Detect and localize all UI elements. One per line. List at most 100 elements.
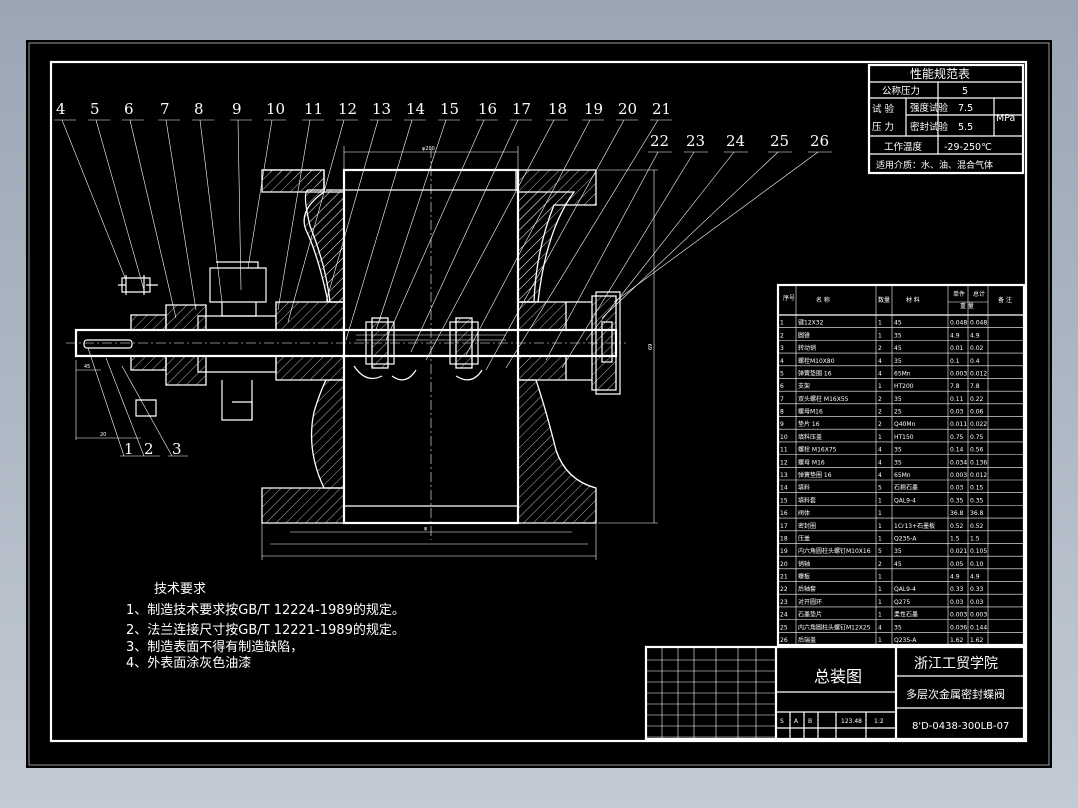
bom-row-14-no: 14 <box>780 485 788 492</box>
bom-row-24-unit: 0.003 <box>950 612 967 619</box>
bom-row-4-mat: 35 <box>894 358 902 365</box>
bom-row-11-name: 螺栓 M16X75 <box>798 446 837 454</box>
bom-row-8-no: 8 <box>780 409 784 416</box>
bom-row-21-unit: 4.9 <box>950 574 960 581</box>
performance-table: 性能规范表 公称压力 5 试 验 压 力 强度试验 7.5 密封试验 5.5 M… <box>867 63 1025 175</box>
bom-row-7-name: 双头螺柱 M16X55 <box>798 395 849 403</box>
bom-row-16-unit: 36.8 <box>950 510 964 517</box>
bom-row-15-name: 填料套 <box>798 496 816 504</box>
scale-value: 1:2 <box>874 718 884 725</box>
bom-row-14-qty: 5 <box>878 485 882 492</box>
bom-row-26-unit: 1.62 <box>950 637 964 644</box>
bom-row-9-unit: 0.011 <box>950 421 967 428</box>
bom-row-18-name: 压盖 <box>798 534 810 542</box>
dim-bottom: φ <box>424 526 428 532</box>
perf-table-title: 性能规范表 <box>910 66 970 81</box>
bom-row-16-total: 36.8 <box>970 510 984 517</box>
bom-row-13-no: 13 <box>780 472 788 479</box>
perf-value-temp: -29-250℃ <box>944 142 992 153</box>
bom-row-8-total: 0.06 <box>970 409 984 416</box>
bom-row-2-unit: 4.9 <box>950 332 960 339</box>
bom-row-3-qty: 2 <box>878 345 882 352</box>
part-number-24: 24 <box>726 132 745 150</box>
bom-row-7-total: 0.22 <box>970 396 984 403</box>
bom-row-10-mat: HT150 <box>894 434 914 441</box>
bom-row-26-no: 26 <box>780 637 788 644</box>
bom-row-17-name: 密封圈 <box>798 522 816 530</box>
bom-row-5-mat: 65Mn <box>894 370 911 377</box>
bom-row-11-unit: 0.14 <box>950 447 964 454</box>
bom-header-total: 总计 <box>973 290 985 298</box>
bom-row-6-no: 6 <box>780 383 784 390</box>
part-number-12: 12 <box>338 100 357 118</box>
technical-requirements: 技术要求 1、制造技术要求按GB/T 12224-1989的规定。 2、法兰连接… <box>126 582 405 671</box>
stage-b: B <box>808 718 812 725</box>
product-name: 多层次金属密封蝶阀 <box>906 687 1005 701</box>
bom-row-2-name: 圆锥 <box>798 331 810 339</box>
bom-row-17-unit: 0.52 <box>950 523 964 530</box>
bom-row-4-total: 0.4 <box>970 358 980 365</box>
bom-row-15-mat: QAL9-4 <box>894 497 916 504</box>
dim-left-1: 45 <box>84 364 90 370</box>
bom-header-mat: 材 料 <box>906 296 920 304</box>
bom-row-24-total: 0.003 <box>970 612 987 619</box>
bom-row-19-unit: 0.021 <box>950 548 967 555</box>
drawing-sheet: φ200 φ 69 <box>26 40 1052 768</box>
part-number-13: 13 <box>372 100 391 118</box>
bom-row-18-mat: Q235-A <box>894 535 917 542</box>
perf-unit: MPa <box>996 113 1015 124</box>
perf-medium: 适用介质：水、油、混合气体 <box>876 159 993 171</box>
bom-row-1-name: 键12X32 <box>798 319 824 327</box>
tech-req-item-4: 4、外表面涂灰色油漆 <box>126 655 251 671</box>
bom-row-24-name: 石墨垫片 <box>798 611 822 619</box>
part-number-14: 14 <box>406 100 425 118</box>
drawing-number: 8'D-0438-300LB-07 <box>912 721 1009 732</box>
bom-row-4-qty: 4 <box>878 358 882 365</box>
bom-row-22-mat: QAL9-4 <box>894 586 916 593</box>
bom-row-22-total: 0.33 <box>970 586 984 593</box>
bom-row-12-unit: 0.034 <box>950 459 967 466</box>
bom-row-5-no: 5 <box>780 370 784 377</box>
bom-row-24-qty: 1 <box>878 612 882 619</box>
bom-row-1-mat: 45 <box>894 320 902 327</box>
bom-header-unit: 单件 <box>953 290 965 298</box>
bom-row-19-qty: 5 <box>878 548 882 555</box>
bom-row-25-unit: 0.036 <box>950 624 967 631</box>
bom-row-26-name: 后端盖 <box>798 636 816 644</box>
bom-row-13-mat: 65Mn <box>894 472 911 479</box>
perf-test-label-2: 压 力 <box>872 121 894 133</box>
bom-header-qty: 数量 <box>878 296 890 304</box>
bom-row-1-qty: 1 <box>878 320 882 327</box>
bom-row-10-name: 填料压盖 <box>798 433 822 441</box>
bom-row-24-mat: 柔性石墨 <box>894 611 918 619</box>
bom-row-25-name: 内六角圆柱头螺钉M12X25 <box>798 623 871 631</box>
bom-row-15-total: 0.35 <box>970 497 984 504</box>
bom-row-9-mat: Q40Mn <box>894 421 916 428</box>
bom-row-8-mat: 25 <box>894 409 902 416</box>
part-number-6: 6 <box>124 100 134 118</box>
bom-row-25-qty: 4 <box>878 624 882 631</box>
bom-row-7-unit: 0.11 <box>950 396 964 403</box>
bom-row-6-mat: HT200 <box>894 383 914 390</box>
bom-row-22-unit: 0.33 <box>950 586 964 593</box>
part-number-25: 25 <box>770 132 789 150</box>
bom-row-2-mat: 35 <box>894 332 902 339</box>
perf-value-seal: 5.5 <box>958 122 973 133</box>
bom-row-17-qty: 1 <box>878 523 882 530</box>
bom-header-name: 名 称 <box>816 296 830 304</box>
bom-row-23-name: 对开圆环 <box>798 598 822 606</box>
part-number-7: 7 <box>160 100 170 118</box>
bom-row-5-qty: 4 <box>878 370 882 377</box>
bom-row-12-qty: 4 <box>878 459 882 466</box>
bom-row-22-no: 22 <box>780 586 788 593</box>
part-number-18: 18 <box>548 100 567 118</box>
bom-row-11-qty: 4 <box>878 447 882 454</box>
bom-row-12-mat: 35 <box>894 459 902 466</box>
part-number-9: 9 <box>232 100 242 118</box>
bom-header-weight: 重 量 <box>960 302 974 310</box>
bom-row-1-total: 0.048 <box>970 320 987 327</box>
perf-label-nominal: 公称压力 <box>882 85 920 97</box>
part-number-16: 16 <box>478 100 497 118</box>
bom-row-16-no: 16 <box>780 510 788 517</box>
